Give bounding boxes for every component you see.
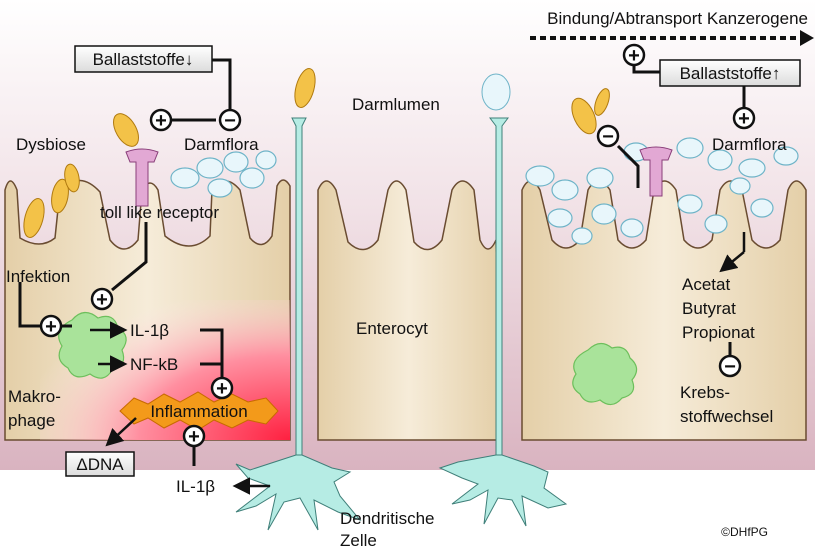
dysbiose-label: Dysbiose bbox=[16, 135, 86, 154]
copyright-label: ©DHfPG bbox=[721, 525, 768, 539]
tissue-middle bbox=[317, 180, 501, 441]
darmflora-left-label: Darmflora bbox=[184, 135, 259, 154]
dendritische-label-2: Zelle bbox=[340, 531, 377, 550]
krebs-label-2: stoffwechsel bbox=[680, 407, 773, 426]
dendritische-label-1: Dendritische bbox=[340, 509, 435, 528]
bacterium-white bbox=[481, 73, 511, 111]
il1b-out-label: IL-1β bbox=[176, 477, 215, 496]
makrophage-label-1: Makro- bbox=[8, 387, 61, 406]
nfkb-label: NF-kB bbox=[130, 355, 178, 374]
white-bacteria-cluster-left bbox=[170, 150, 277, 198]
bacterium-yellow bbox=[51, 178, 69, 214]
sign-plus: + bbox=[732, 106, 756, 130]
sign-plus: + bbox=[90, 287, 114, 311]
sign-plus: + bbox=[210, 376, 234, 400]
svg-text:−: − bbox=[224, 110, 236, 132]
il1b-label: IL-1β bbox=[130, 321, 169, 340]
inflammation-label: Inflammation bbox=[150, 402, 247, 421]
sign-plus: + bbox=[149, 108, 173, 132]
dna-label: ΔDNA bbox=[76, 455, 124, 474]
enterocyt-label: Enterocyt bbox=[356, 319, 428, 338]
dna-box bbox=[65, 451, 135, 477]
sign-plus: + bbox=[182, 424, 206, 448]
tlr-label: toll like receptor bbox=[100, 203, 219, 222]
svg-text:+: + bbox=[738, 108, 750, 130]
fiber-low-box bbox=[74, 45, 213, 73]
bacterium-yellow bbox=[594, 88, 610, 116]
sign-minus: − bbox=[596, 124, 620, 148]
toll-like-receptor-left bbox=[125, 148, 159, 207]
connector-lines bbox=[18, 58, 746, 466]
bacterium-yellow bbox=[64, 163, 80, 193]
darmflora-right-label: Darmflora bbox=[712, 135, 787, 154]
svg-text:+: + bbox=[216, 378, 228, 400]
sign-plus: + bbox=[39, 314, 63, 338]
bacterium-yellow bbox=[23, 198, 45, 238]
makrophage-label-2: phage bbox=[8, 411, 55, 430]
svg-text:−: − bbox=[602, 126, 614, 148]
svg-text:+: + bbox=[155, 110, 167, 132]
butyrat-label: Butyrat bbox=[682, 299, 736, 318]
sign-minus: − bbox=[218, 108, 242, 132]
svg-text:+: + bbox=[45, 316, 57, 338]
sign-minus: − bbox=[718, 354, 742, 378]
transport-label: Bindung/Abtransport Kanzerogene bbox=[547, 9, 808, 28]
macrophage-right bbox=[572, 342, 638, 406]
bacterium-yellow bbox=[113, 113, 139, 147]
svg-text:+: + bbox=[96, 289, 108, 311]
dendritic-cell-right bbox=[438, 117, 568, 527]
fiber-high-box bbox=[659, 59, 801, 87]
infektion-label: Infektion bbox=[6, 267, 70, 286]
transport-arrowhead bbox=[800, 30, 814, 46]
darmlumen-label: Darmlumen bbox=[352, 95, 440, 114]
dendritic-cell-left bbox=[235, 117, 362, 531]
fiber-low-label: Ballaststoffe↓ bbox=[93, 50, 194, 69]
bacterium-yellow bbox=[571, 97, 597, 135]
svg-text:+: + bbox=[628, 45, 640, 67]
macrophage-left bbox=[58, 311, 127, 379]
krebs-label-1: Krebs- bbox=[680, 383, 730, 402]
sign-plus: + bbox=[622, 43, 646, 67]
acetat-label: Acetat bbox=[682, 275, 730, 294]
svg-text:+: + bbox=[188, 426, 200, 448]
fiber-high-label: Ballaststoffe↑ bbox=[680, 64, 781, 83]
arrows bbox=[90, 232, 746, 495]
inflammation-burst bbox=[119, 391, 279, 431]
toll-like-receptor-right bbox=[639, 146, 673, 197]
svg-text:−: − bbox=[724, 356, 736, 378]
bacterium-yellow bbox=[294, 68, 316, 108]
propionat-label: Propionat bbox=[682, 323, 755, 342]
